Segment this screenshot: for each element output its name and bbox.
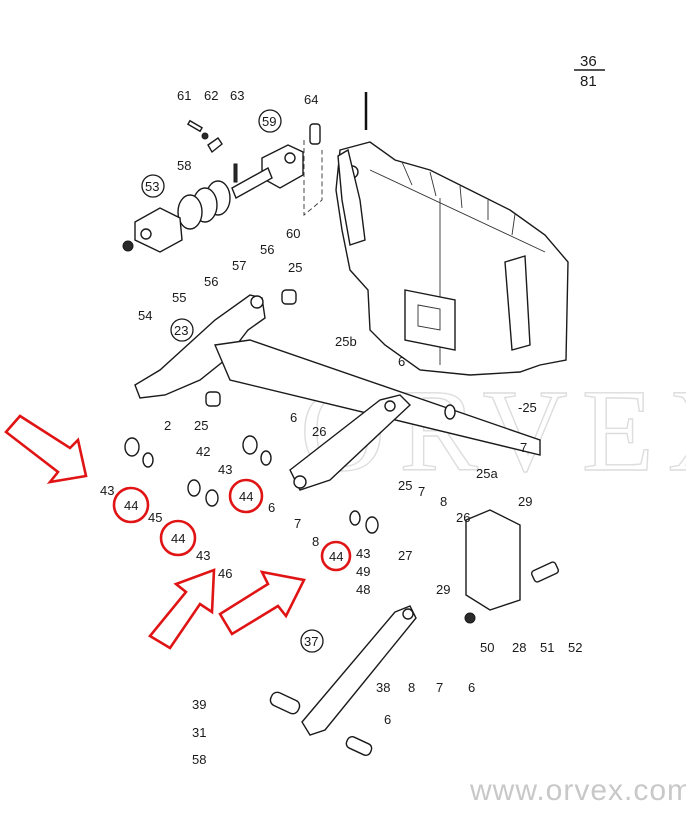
highlight-44: 44 [228, 478, 264, 514]
part-label: 42 [196, 444, 210, 459]
annotation-arrows [4, 414, 306, 650]
part-label: 56 [204, 274, 218, 289]
part-label: 6 [398, 354, 405, 369]
part-label: 48 [356, 582, 370, 597]
part-label: 8 [312, 534, 319, 549]
part-labels: 61 62 63 64 58 60 56 57 56 55 54 25 25b … [100, 88, 582, 767]
group-ref-59: 59 [258, 109, 282, 133]
svg-text:44: 44 [171, 531, 185, 546]
svg-text:44: 44 [124, 498, 138, 513]
part-label: 54 [138, 308, 152, 323]
part-label: 64 [304, 92, 318, 107]
svg-text:37: 37 [304, 634, 318, 649]
part-label: 26 [456, 510, 470, 525]
group-refs: 59 53 23 37 [141, 109, 324, 653]
bucket-frame [335, 141, 569, 376]
part-label: 52 [568, 640, 582, 655]
part-label: 43 [196, 548, 210, 563]
swivel-assembly [122, 119, 323, 253]
svg-text:23: 23 [174, 323, 188, 338]
arrow-up-right-icon [148, 568, 216, 650]
part-label: 8 [440, 494, 447, 509]
svg-text:44: 44 [239, 489, 253, 504]
part-label: 62 [204, 88, 218, 103]
page-number: 36 81 [574, 53, 605, 90]
part-label: 7 [418, 484, 425, 499]
part-label: 6 [468, 680, 475, 695]
part-label: -25 [518, 400, 537, 415]
part-label: 51 [540, 640, 554, 655]
part-label: 39 [192, 697, 206, 712]
part-label: 29 [436, 582, 450, 597]
part-label: 61 [177, 88, 191, 103]
part-label: 43 [356, 546, 370, 561]
part-label: 7 [520, 440, 527, 455]
part-label: 6 [268, 500, 275, 515]
small-parts [124, 289, 560, 624]
part-label: 63 [230, 88, 244, 103]
lift-arm [134, 294, 541, 491]
part-label: 29 [518, 494, 532, 509]
group-ref-53: 53 [141, 174, 165, 198]
part-label: 58 [192, 752, 206, 767]
page-number-bottom: 81 [580, 73, 597, 90]
part-label: 2 [164, 418, 171, 433]
arrow-down-right-icon [4, 414, 88, 484]
part-label: 57 [232, 258, 246, 273]
part-label: 56 [260, 242, 274, 257]
group-ref-23: 23 [170, 318, 194, 342]
highlighted-parts: 44 44 44 44 [112, 478, 352, 572]
part-label: 43 [100, 483, 114, 498]
part-label: 7 [294, 516, 301, 531]
part-label: 50 [480, 640, 494, 655]
lower-link [269, 605, 417, 756]
svg-text:44: 44 [329, 549, 343, 564]
svg-text:59: 59 [262, 114, 276, 129]
part-label: 25b [335, 334, 357, 349]
part-label: 31 [192, 725, 206, 740]
group-ref-37: 37 [300, 629, 324, 653]
part-label: 60 [286, 226, 300, 241]
part-label: 49 [356, 564, 370, 579]
part-label: 25 [398, 478, 412, 493]
part-label: 26 [312, 424, 326, 439]
highlight-44: 44 [112, 486, 150, 524]
part-label: 46 [218, 566, 232, 581]
arrow-up-right-icon [218, 570, 306, 636]
part-label: 45 [148, 510, 162, 525]
part-label: 28 [512, 640, 526, 655]
highlight-44: 44 [320, 540, 352, 572]
part-label: 38 [376, 680, 390, 695]
part-label: 27 [398, 548, 412, 563]
part-label: 43 [218, 462, 232, 477]
page-number-top: 36 [580, 53, 597, 70]
part-label: 25 [194, 418, 208, 433]
part-label: 25a [476, 466, 498, 481]
part-label: 7 [436, 680, 443, 695]
part-label: 58 [177, 158, 191, 173]
highlight-44: 44 [159, 519, 197, 557]
part-label: 25 [288, 260, 302, 275]
part-label: 55 [172, 290, 186, 305]
part-label: 6 [384, 712, 391, 727]
watermark-url: www.orvex.com [469, 774, 686, 807]
svg-text:53: 53 [145, 179, 159, 194]
part-label: 6 [290, 410, 297, 425]
part-label: 8 [408, 680, 415, 695]
